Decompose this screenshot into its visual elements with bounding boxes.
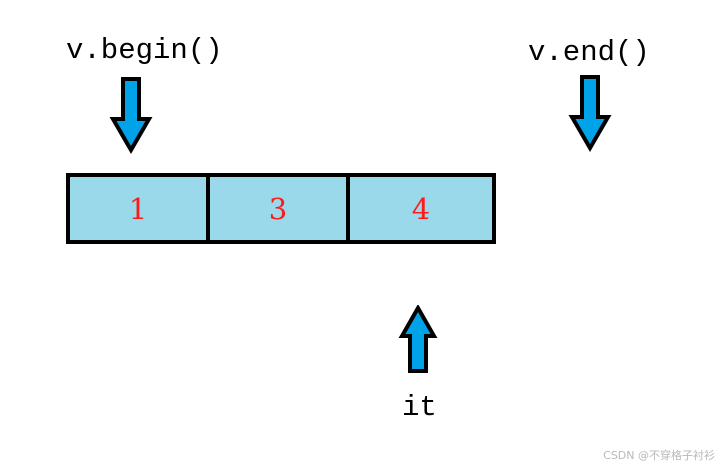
array-cell: 4 bbox=[346, 177, 492, 240]
down-arrow-icon bbox=[568, 75, 612, 152]
end-label: v.end() bbox=[528, 36, 650, 69]
array-cell: 1 bbox=[70, 177, 206, 240]
vector-array: 1 3 4 bbox=[66, 173, 496, 244]
up-arrow-icon bbox=[398, 305, 438, 373]
begin-label: v.begin() bbox=[66, 34, 223, 67]
array-cell-value: 4 bbox=[411, 191, 431, 226]
array-cell: 3 bbox=[206, 177, 346, 240]
array-cell-value: 1 bbox=[128, 191, 148, 226]
watermark: CSDN @不穿格子衬衫 bbox=[603, 449, 715, 462]
iterator-label: it bbox=[402, 391, 437, 424]
array-cell-value: 3 bbox=[268, 191, 288, 226]
down-arrow-icon bbox=[109, 77, 153, 154]
